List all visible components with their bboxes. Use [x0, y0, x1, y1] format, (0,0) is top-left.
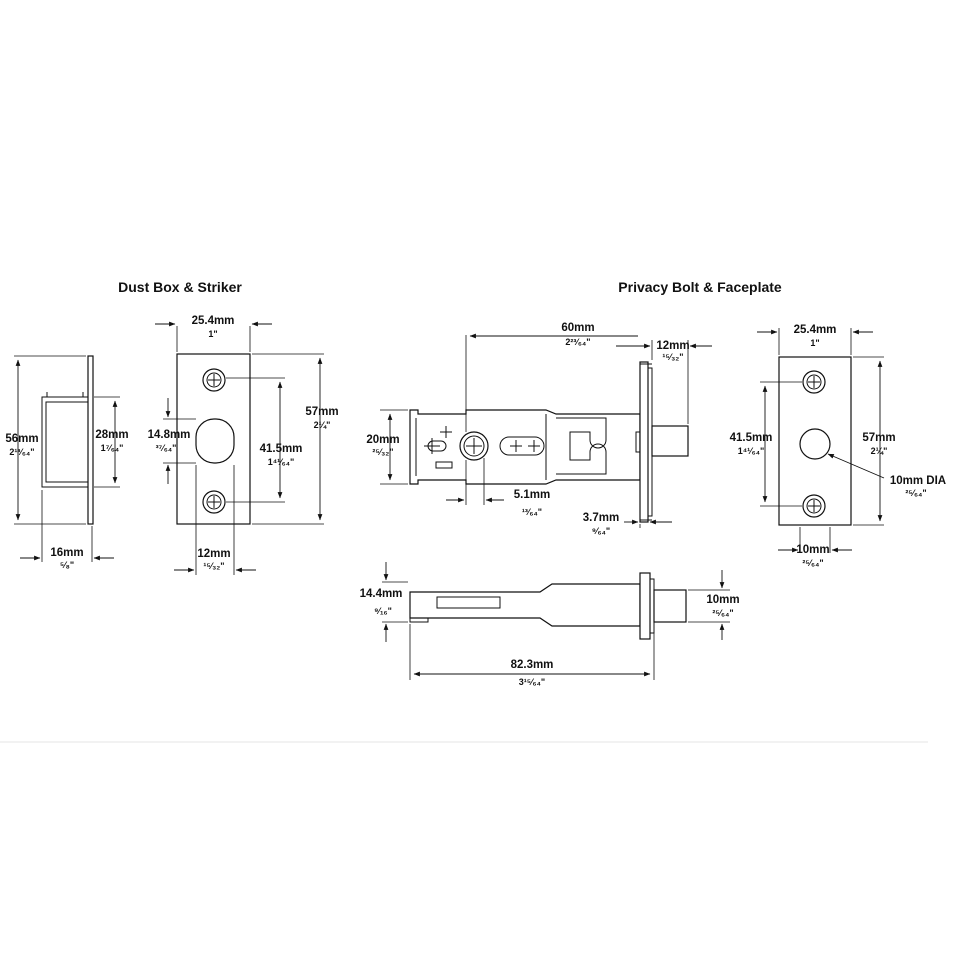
dim-face-bottom-in: ²⁵⁄₆₄" [802, 558, 823, 568]
dim-bolt-throw-mm: 12mm [656, 340, 689, 352]
dim-dust-height-in: 2¹³⁄₆₄" [9, 447, 34, 457]
dim-face-height-mm: 57mm [862, 432, 895, 444]
title-dust-box: Dust Box & Striker [118, 279, 242, 295]
dim-striker-width-mm: 25.4mm [192, 315, 235, 327]
dim-plate-thk-mm: 3.7mm [583, 512, 619, 524]
dim-face-dia-mm: 10mm DIA [890, 475, 946, 487]
dim-side-bolt-in: ²⁵⁄₆₄" [712, 608, 733, 618]
dim-striker-slot-mm: 12mm [197, 548, 230, 560]
dim-side-height-in: ⁹⁄₁₆" [374, 606, 392, 616]
dim-dust-width-mm: 16mm [50, 547, 83, 559]
dim-spindle-in: ¹³⁄₆₄" [522, 507, 542, 517]
dim-striker-height-mm: 57mm [305, 406, 338, 418]
dim-dust-width-in: ⁵⁄₈" [60, 560, 74, 570]
dim-striker-slot-in: ¹⁵⁄₃₂" [203, 561, 224, 571]
dust-box-drawing [14, 355, 120, 562]
dim-dust-depth-in: 1⁷⁄₆₄" [101, 443, 124, 453]
dim-bolt-backset-mm: 60mm [561, 322, 594, 334]
dim-bolt-height-mm: 20mm [366, 434, 399, 446]
dim-dust-depth-mm: 28mm [95, 429, 128, 441]
dim-bolt-backset-in: 2²³⁄₆₄" [565, 337, 590, 347]
dim-striker-opening-mm: 14.8mm [148, 429, 191, 441]
faceplate-drawing [757, 328, 885, 553]
dim-dust-height-mm: 56mm [5, 433, 38, 445]
privacy-bolt-drawing [380, 333, 712, 528]
dim-face-dia-in: ²⁵⁄₆₄" [905, 488, 926, 498]
dim-striker-holes-in: 1⁴¹⁄₆₄" [268, 457, 295, 467]
striker-drawing [155, 321, 324, 575]
dim-striker-width-in: 1" [208, 329, 217, 339]
dim-face-height-in: 2¼" [871, 446, 888, 456]
dim-side-bolt-mm: 10mm [706, 594, 739, 606]
dim-striker-opening-in: ³⁷⁄₆₄" [156, 443, 177, 453]
dim-side-height-mm: 14.4mm [360, 588, 403, 600]
dim-side-length-mm: 82.3mm [511, 659, 554, 671]
dim-striker-holes-mm: 41.5mm [260, 443, 303, 455]
dim-face-holes-in: 1⁴¹⁄₆₄" [738, 446, 765, 456]
dim-plate-thk-in: ⁹⁄₆₄" [592, 526, 610, 536]
dim-striker-height-in: 2¼" [314, 420, 331, 430]
dim-spindle-mm: 5.1mm [514, 489, 550, 501]
dim-bolt-height-in: ²⁵⁄₃₂" [372, 447, 393, 457]
dim-side-length-in: 3¹⁵⁄₆₄" [519, 677, 545, 687]
dim-bolt-throw-in: ¹⁵⁄₃₂" [662, 352, 683, 362]
dim-face-bottom-mm: 10mm [796, 544, 829, 556]
bolt-side-drawing [382, 562, 730, 680]
dim-face-holes-mm: 41.5mm [730, 432, 773, 444]
title-privacy-bolt: Privacy Bolt & Faceplate [618, 279, 782, 295]
dim-face-width-in: 1" [810, 338, 819, 348]
dim-face-width-mm: 25.4mm [794, 324, 837, 336]
